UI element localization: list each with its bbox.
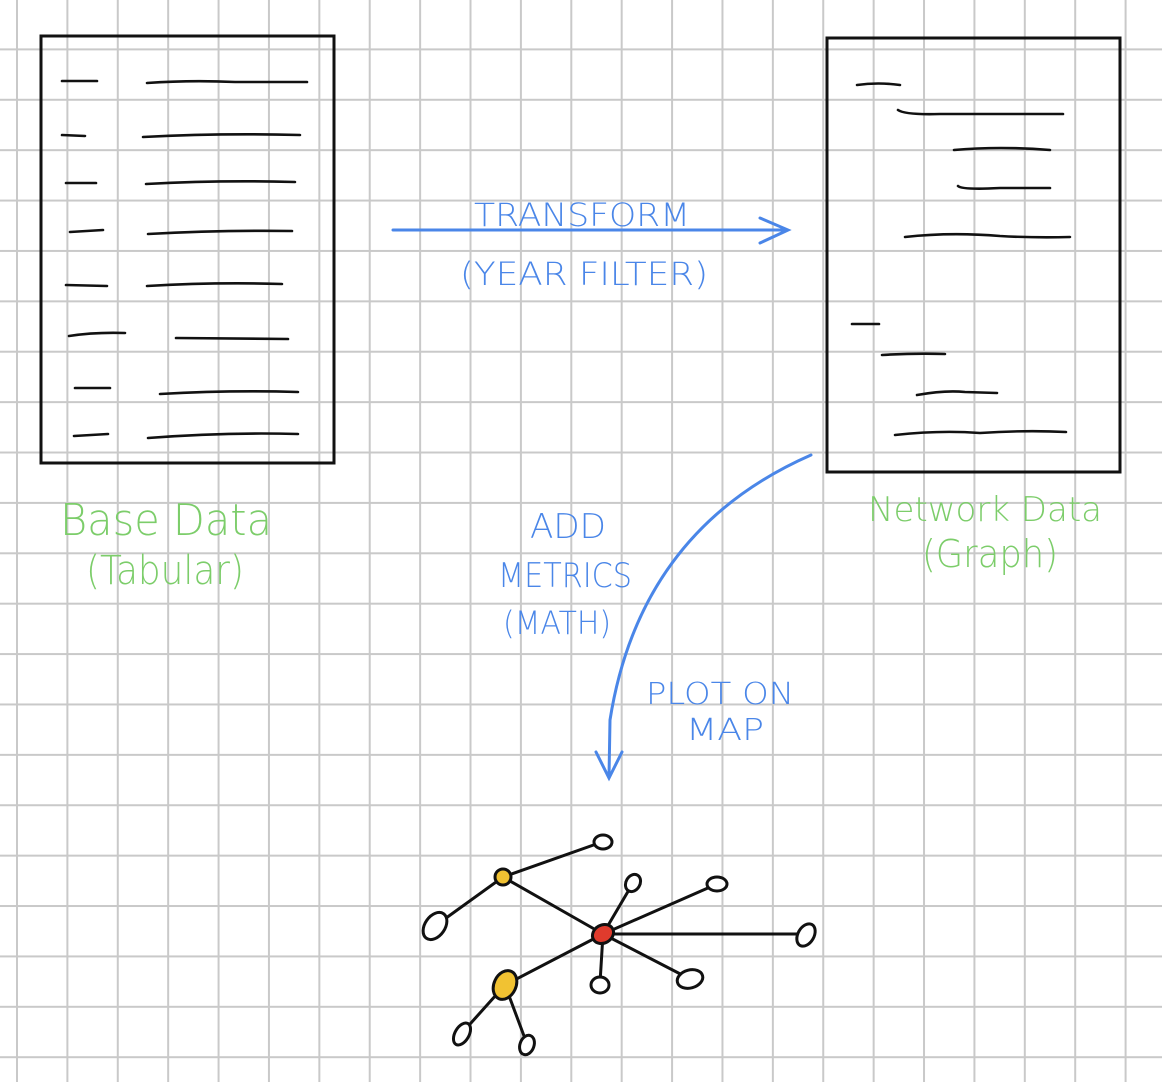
- transform-label: TRANSFORM: [474, 196, 690, 234]
- plot-arrow: [594, 453, 813, 782]
- secondary-hub-node: [493, 867, 513, 887]
- add-metrics-label-2: METRICS: [498, 556, 632, 596]
- base-data-label: Base Data: [60, 495, 272, 546]
- base-data-sublabel: (Tabular): [86, 548, 244, 594]
- transform-arrow: [391, 216, 792, 245]
- graph-node: [705, 875, 729, 893]
- base-data-rows: [60, 79, 309, 440]
- graph-edges: [433, 840, 808, 1046]
- central-hub-node: [590, 922, 616, 946]
- map-label: MAP: [686, 713, 764, 748]
- network-data-document: [825, 36, 1122, 474]
- graph-node: [421, 910, 449, 942]
- add-metrics-label: ADD: [530, 507, 606, 547]
- graph-node: [518, 1033, 536, 1057]
- network-graph: [421, 833, 817, 1057]
- graph-node: [592, 833, 614, 851]
- plot-on-label: PLOT ON: [646, 677, 794, 712]
- secondary-hub-node: [491, 969, 519, 1001]
- graph-nodes: [421, 833, 817, 1057]
- network-data-box: [825, 36, 1122, 474]
- graph-node: [675, 968, 705, 990]
- graph-node: [623, 872, 643, 894]
- base-data-document: [39, 34, 336, 465]
- graph-node: [589, 975, 611, 995]
- network-data-label: Network Data: [868, 490, 1102, 530]
- base-data-box: [39, 34, 336, 465]
- graph-node: [795, 922, 817, 948]
- network-data-rows: [850, 82, 1072, 437]
- add-metrics-sublabel: (MATH): [503, 604, 611, 642]
- network-data-sublabel: (Graph): [922, 532, 1058, 576]
- graph-node: [451, 1021, 473, 1047]
- transform-sublabel: (YEAR FILTER): [460, 255, 708, 293]
